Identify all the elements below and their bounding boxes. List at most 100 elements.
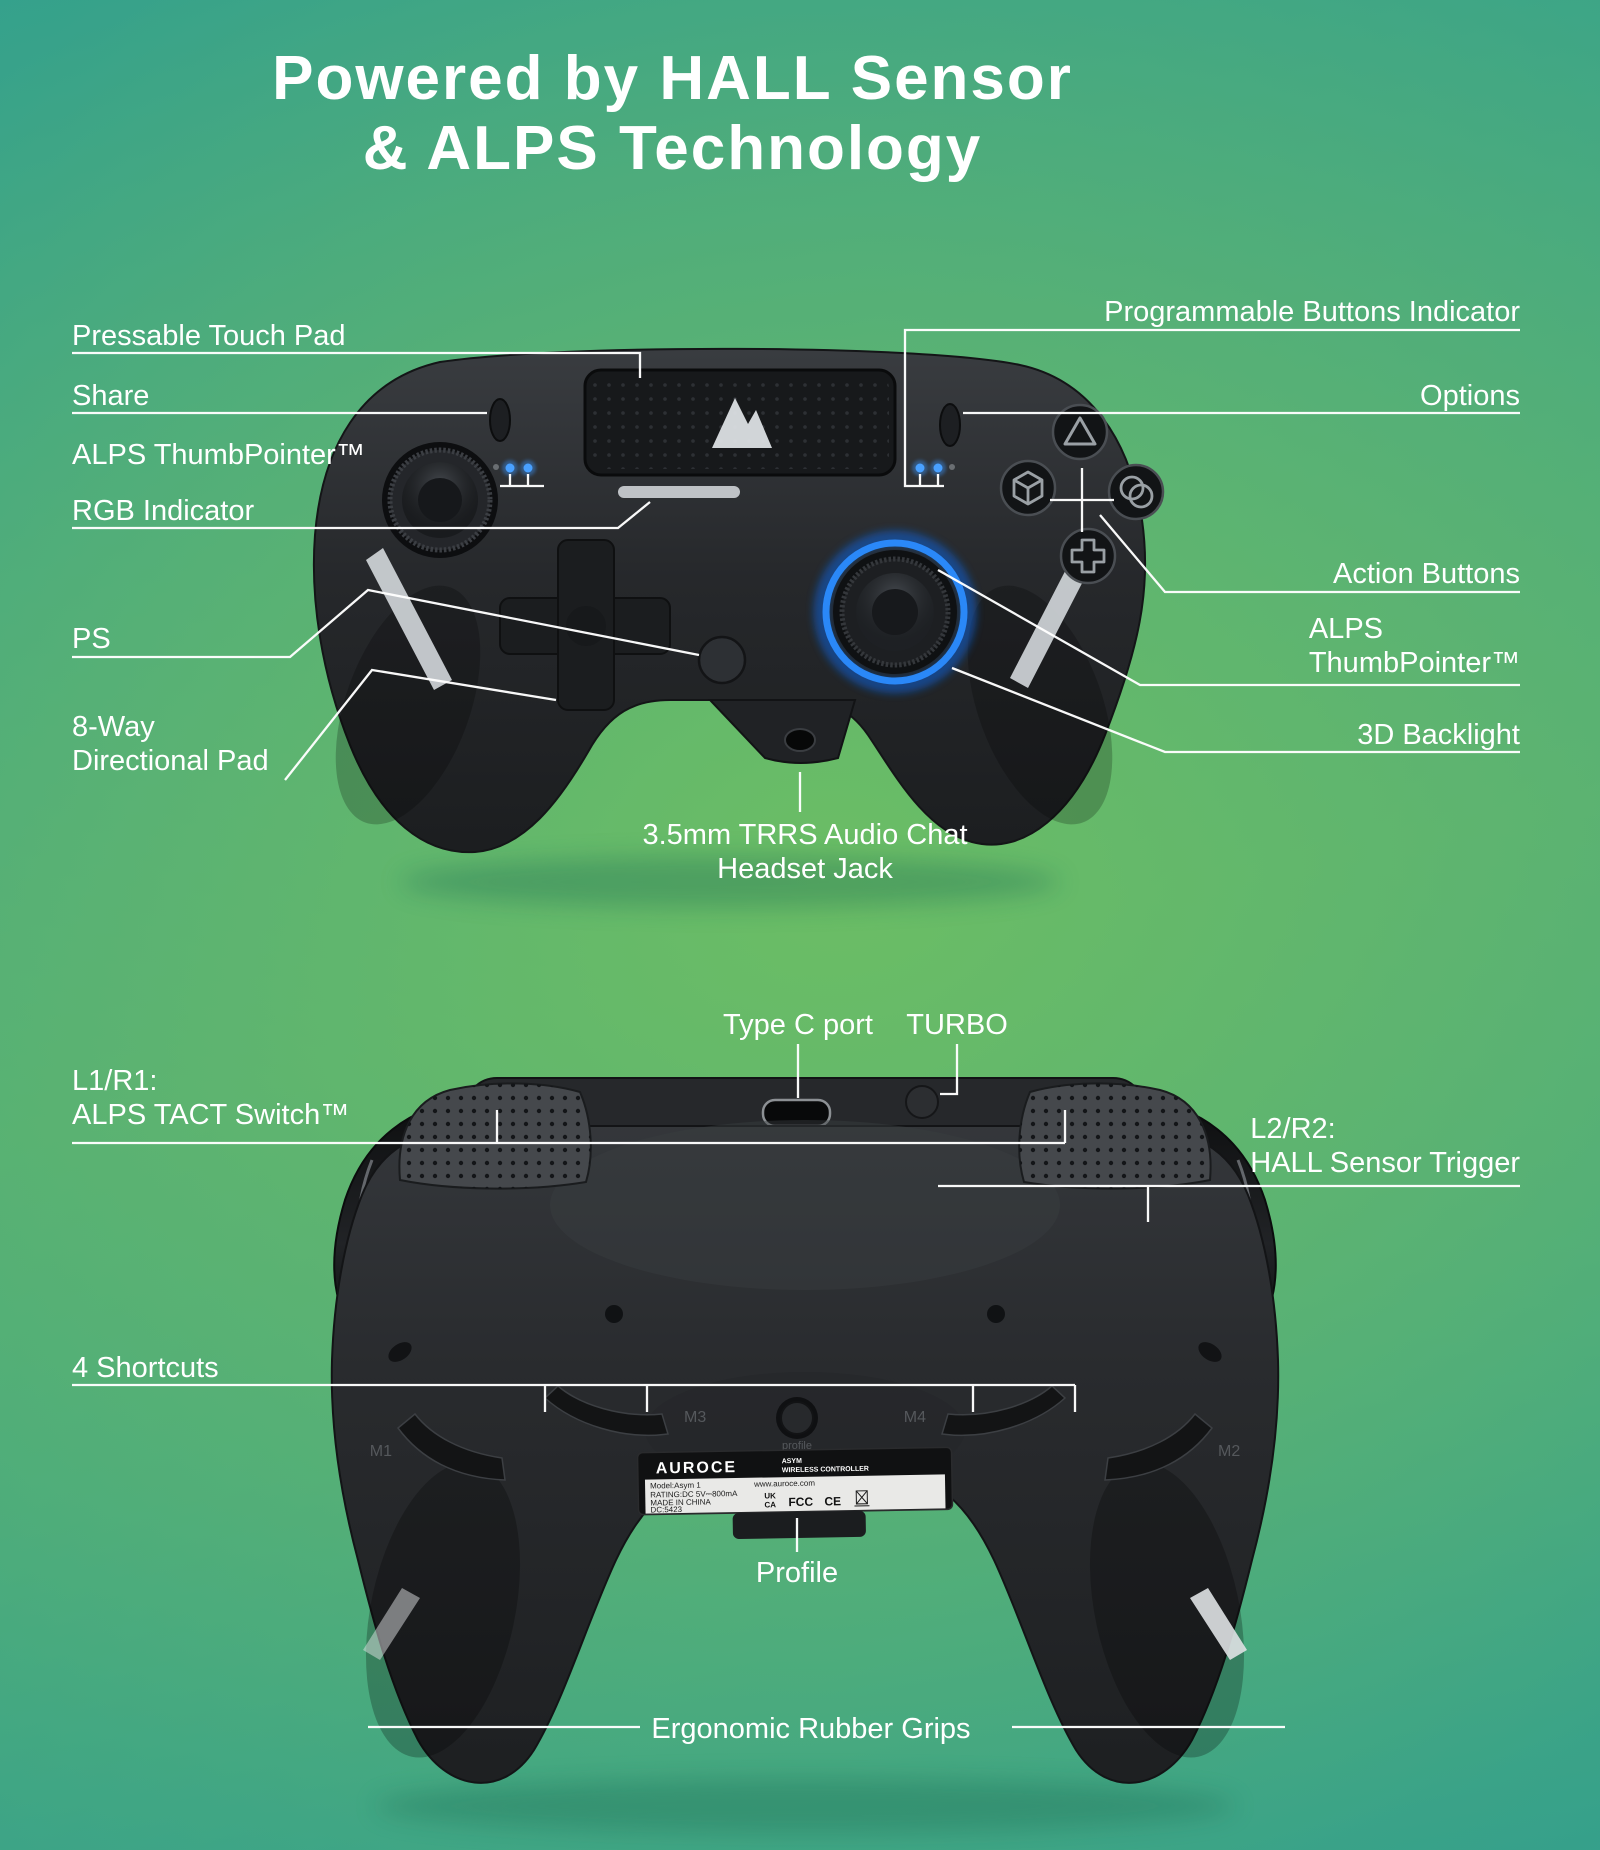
label-l2r2-line2: HALL Sensor Trigger xyxy=(1250,1147,1520,1179)
label-alps-right-line2: ThumbPointer™ xyxy=(1308,647,1520,679)
m3-label: M3 xyxy=(684,1409,706,1426)
mount-hole xyxy=(388,1342,412,1362)
ce-mark: CE xyxy=(824,1494,841,1508)
headset-jack-hole xyxy=(784,728,816,752)
back-controller-photo: M3 M4 M1 M2 profile AUROCE ASYM WIRELESS… xyxy=(330,1077,1280,1784)
label-share: Share xyxy=(72,380,150,412)
label-headset-jack: 3.5mm TRRS Audio Chat Headset Jack xyxy=(555,818,1055,886)
label-ps: PS xyxy=(72,623,111,655)
sticker-product-1: ASYM xyxy=(782,1458,803,1465)
label-profile: Profile xyxy=(755,1557,839,1589)
label-directional-pad: 8-Way Directional Pad xyxy=(72,710,269,778)
label-l1r1-line1: L1/R1: xyxy=(72,1065,158,1097)
title-line-2: & ALPS Technology xyxy=(362,114,983,183)
r1-bumper xyxy=(1018,1082,1212,1190)
cross-button-icon xyxy=(1070,538,1106,574)
callout-line-rgb-indicator xyxy=(72,501,651,530)
label-rgb-indicator: RGB Indicator xyxy=(72,495,255,527)
fcc-mark: FCC xyxy=(788,1495,813,1509)
label-ergonomic-rubber-grips: Ergonomic Rubber Grips xyxy=(651,1713,971,1745)
back-right-grip-stripe xyxy=(1190,1588,1247,1660)
callout-line-ps xyxy=(72,588,700,659)
label-l1r1: L1/R1: ALPS TACT Switch™ xyxy=(72,1064,349,1132)
label-3d-backlight: 3D Backlight xyxy=(1357,719,1520,751)
screw-hole xyxy=(605,1305,623,1323)
sticker-lower-tab xyxy=(732,1510,866,1539)
label-l2r2-line1: L2/R2: xyxy=(1250,1113,1336,1145)
sticker-origin: MADE IN CHINA xyxy=(650,1497,711,1507)
callout-line-pressable-touch-pad xyxy=(72,351,642,378)
callout-lines xyxy=(72,328,1520,1729)
callout-line-4-shortcuts xyxy=(72,1383,1077,1412)
callout-line-action-buttons xyxy=(1050,468,1520,594)
callout-line-programmable-indicator xyxy=(903,328,1520,488)
profile-engraving: profile xyxy=(782,1440,812,1452)
triangle-button-icon xyxy=(1063,416,1097,446)
back-right-grip xyxy=(1089,1462,1245,1758)
options-button xyxy=(939,403,961,447)
share-button xyxy=(489,398,511,442)
ps-button xyxy=(697,635,747,685)
turbo-button xyxy=(905,1085,939,1119)
weee-bin-icon xyxy=(854,1490,870,1507)
front-left-grip xyxy=(335,585,481,825)
label-type-c-port: Type C port xyxy=(723,1009,873,1041)
back-controller-shadow xyxy=(375,1778,1235,1834)
label-headset-jack-line1: 3.5mm TRRS Audio Chat xyxy=(642,819,968,851)
callout-line-l1r1 xyxy=(72,1110,1067,1145)
m4-label: M4 xyxy=(904,1409,926,1426)
ukca-mark: UK xyxy=(764,1491,776,1500)
callout-line-alps-thumbpointer-right xyxy=(937,569,1520,687)
programmable-led-indicators xyxy=(493,460,955,476)
m2-paddle xyxy=(1104,1412,1214,1481)
m1-paddle xyxy=(396,1412,506,1481)
ukca-mark-2: CA xyxy=(764,1500,776,1509)
label-programmable-buttons-indicator: Programmable Buttons Indicator xyxy=(1104,296,1520,328)
label-alps-right-line1: ALPS xyxy=(1308,613,1384,645)
callout-line-left-led-ticks xyxy=(500,474,544,488)
callout-line-turbo xyxy=(940,1044,959,1096)
label-turbo: TURBO xyxy=(906,1009,1008,1041)
label-directional-pad-line1: 8-Way xyxy=(72,711,155,743)
action-buttons xyxy=(999,403,1165,585)
label-4-shortcuts: 4 Shortcuts xyxy=(72,1352,219,1384)
m3-paddle xyxy=(543,1384,669,1437)
headset-jack-notch xyxy=(707,699,857,764)
m4-paddle xyxy=(941,1384,1067,1437)
pressable-touchpad xyxy=(583,368,897,477)
sticker-dc-code: DC:5423 xyxy=(650,1505,682,1515)
front-controller-photo xyxy=(312,347,1165,854)
label-action-buttons: Action Buttons xyxy=(1333,558,1520,590)
sticker-brand: AUROCE xyxy=(656,1459,738,1477)
page-title: Powered by HALL Sensor & ALPS Technology xyxy=(0,44,1345,184)
mount-hole xyxy=(1198,1342,1222,1362)
label-alps-thumbpointer-right: ALPS ThumbPointer™ xyxy=(1309,612,1520,680)
label-pressable-touch-pad: Pressable Touch Pad xyxy=(72,320,346,352)
cube-button-icon xyxy=(1012,470,1044,506)
dual-circle-button-icon xyxy=(1119,475,1154,509)
callout-line-directional-pad xyxy=(284,668,557,781)
label-alps-thumbpointer-left: ALPS ThumbPointer™ xyxy=(72,439,365,471)
mountain-logo-icon xyxy=(712,398,772,448)
profile-button: profile xyxy=(776,1397,818,1452)
left-grip-stripe xyxy=(366,548,452,690)
label-l1r1-line2: ALPS TACT Switch™ xyxy=(72,1099,350,1131)
title-line-1: Powered by HALL Sensor xyxy=(272,44,1073,113)
label-options: Options xyxy=(1420,380,1520,412)
right-thumbstick-3d-backlight xyxy=(813,530,977,694)
label-headset-jack-line2: Headset Jack xyxy=(717,853,893,885)
m2-label: M2 xyxy=(1218,1443,1240,1460)
left-thumbstick xyxy=(382,442,498,558)
back-shell-bulge xyxy=(550,1120,1060,1290)
sticker-rating: RATING:DC 5V⎓800mA xyxy=(650,1489,738,1500)
rgb-light-bar xyxy=(618,486,740,498)
m1-label: M1 xyxy=(370,1443,392,1460)
back-left-grip xyxy=(365,1462,521,1758)
callout-line-3d-backlight xyxy=(951,666,1520,754)
l1-bumper xyxy=(398,1082,592,1190)
front-controller-shadow xyxy=(400,856,1060,908)
screw-hole xyxy=(987,1305,1005,1323)
info-sticker: AUROCE ASYM WIRELESS CONTROLLER Model:As… xyxy=(636,1446,954,1539)
